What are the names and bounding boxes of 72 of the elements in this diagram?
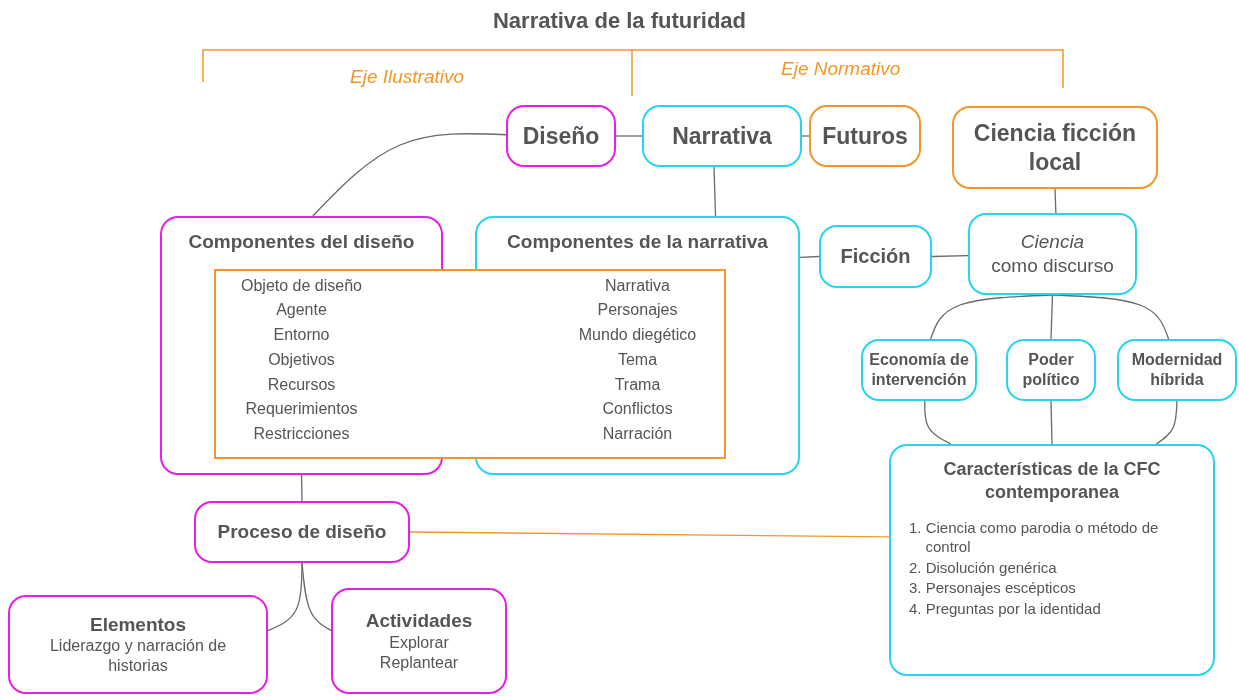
list-item: 1. Ciencia como parodia o método de control (909, 519, 1160, 557)
concept-box (861, 339, 977, 401)
node-title: Características de la CFC contemporanea (942, 458, 1162, 503)
node-title: Proceso de diseño (217, 520, 387, 544)
concept-box (506, 105, 616, 167)
node-title: Actividades (365, 609, 473, 633)
concept-box (819, 225, 932, 288)
connector-line (312, 133, 507, 217)
connector-line (929, 294, 1054, 340)
list-item: Requerimientos (245, 399, 358, 420)
list-item: Objeto de diseño (241, 275, 362, 296)
connector-line (1155, 400, 1178, 445)
node-title: Narrativa (672, 121, 772, 151)
connector-line (1050, 400, 1053, 445)
connector-line (801, 135, 810, 137)
connector-line (1054, 188, 1057, 214)
concept-box (1006, 339, 1096, 401)
node-title: Componentes de la narrativa (507, 230, 768, 254)
list-item: Personajes (597, 300, 678, 321)
connector-line (267, 562, 303, 632)
node-text: Liderazgo y narración de historias (48, 636, 228, 677)
node-text: como discurso (991, 254, 1114, 278)
connector-line (615, 135, 643, 137)
connector-line (301, 562, 332, 632)
node-title: Componentes del diseño (188, 230, 415, 254)
list-item: Entorno (273, 325, 330, 346)
concept-box (331, 588, 507, 694)
concept-box (642, 105, 802, 167)
node-title: Economía de intervención (868, 350, 970, 390)
node-title: Elementos (89, 612, 187, 637)
list-item: 2. Disolución genérica (909, 558, 1057, 578)
list-item: Tema (617, 349, 658, 370)
node-title: Ciencia ficción local (972, 118, 1138, 177)
node-title: Diseño (522, 121, 600, 151)
list-item: Agente (276, 300, 327, 321)
node-title: Modernidad híbrida (1130, 350, 1224, 390)
axis-label: Eje Ilustrativo (350, 66, 465, 88)
connector-line (409, 531, 890, 538)
concept-box (194, 501, 410, 563)
list-item: Objetivos (268, 349, 335, 370)
node-title: Poder político (1021, 350, 1081, 390)
list-item: Narrativa (605, 275, 670, 296)
connector-line (799, 255, 820, 259)
list-item: Trama (614, 374, 661, 395)
concept-box (968, 213, 1137, 295)
node-text: Explorar (389, 632, 449, 653)
list-item: Narración (602, 423, 673, 444)
connector-line (1050, 294, 1054, 340)
list-item: 4. Preguntas por la identidad (909, 600, 1101, 619)
list-item: 3. Personajes escépticos (909, 579, 1076, 598)
connector-line (1051, 294, 1170, 340)
node-title: Ficción (840, 244, 911, 269)
concept-box (475, 216, 800, 475)
concept-box (160, 216, 443, 475)
list-item: Recursos (267, 374, 336, 395)
connector-line (924, 400, 952, 445)
list-item: Mundo diegético (578, 325, 697, 346)
axis-label: Eje Normativo (781, 58, 901, 80)
node-title: Futuros (822, 121, 908, 151)
node-title: Ciencia (1020, 230, 1085, 254)
connector-line (713, 166, 717, 217)
connector-line (931, 255, 969, 258)
node-text: Replantear (379, 652, 459, 673)
concept-box (889, 444, 1215, 676)
diagram-title: Narrativa de la futuridad (491, 8, 748, 34)
concept-box (8, 595, 268, 694)
list-item: Conflictos (602, 399, 673, 420)
list-item: Restricciones (253, 423, 350, 444)
concept-box (809, 105, 921, 167)
concept-box (1117, 339, 1237, 401)
concept-box (952, 106, 1158, 189)
connector-line (300, 474, 303, 502)
